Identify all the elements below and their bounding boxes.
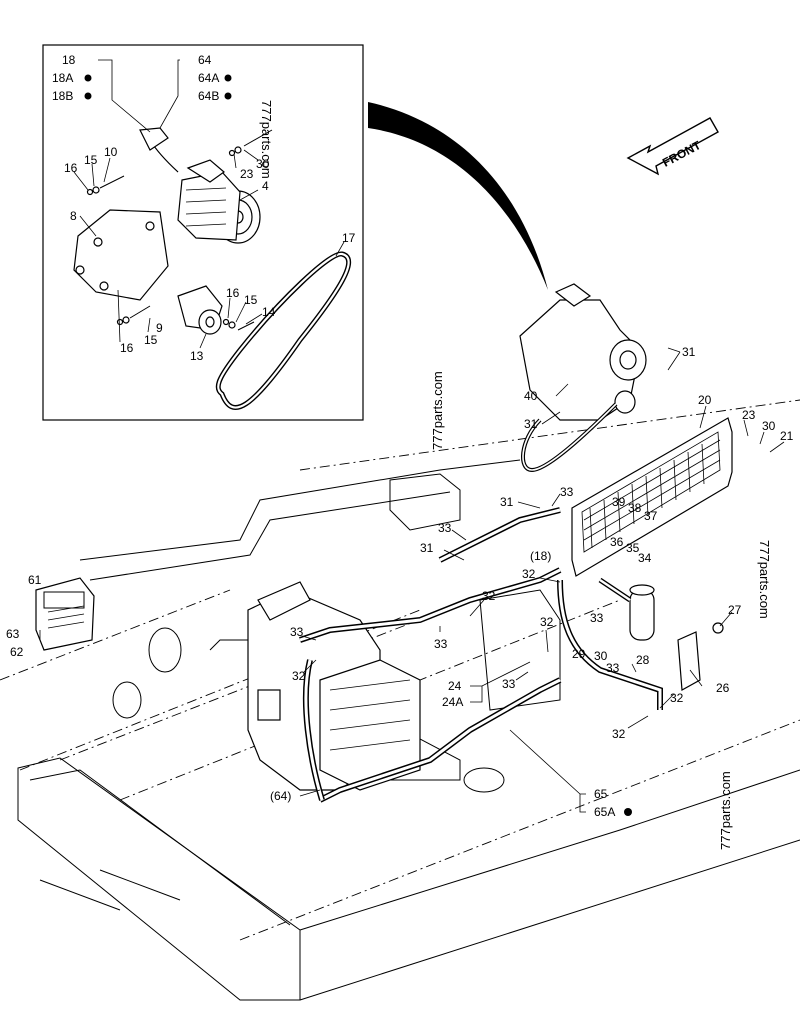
label-17: 17 [342, 231, 356, 245]
watermark: 777parts.com [259, 100, 274, 179]
label-38: 38 [628, 501, 642, 515]
label-30: 30 [762, 419, 776, 433]
label-33: 33 [590, 611, 604, 625]
label-14: 14 [262, 305, 276, 319]
label-39: 39 [612, 495, 626, 509]
label-33: 33 [438, 521, 452, 535]
watermark: 777parts.com [718, 771, 733, 850]
label-28: 28 [636, 653, 650, 667]
label-34: 34 [638, 551, 652, 565]
label-32: 32 [540, 615, 554, 629]
label-16: 16 [226, 286, 240, 300]
label-33: 33 [560, 485, 574, 499]
label-65: 65 [594, 787, 608, 801]
label-33: 33 [502, 677, 516, 691]
label-61: 61 [28, 573, 42, 587]
part-labels: 18 18A 18B 64 64A 64B 10 15 16 8 23 30 4… [6, 53, 794, 819]
watermarks: 777parts.com 777parts.com 777parts.com 7… [259, 100, 772, 850]
label-15: 15 [84, 153, 98, 167]
label-4: 4 [262, 179, 269, 193]
main-leader-lines [39, 347, 785, 813]
label-32: 32 [612, 727, 626, 741]
label-15: 15 [244, 293, 258, 307]
label-18-ref: (18) [530, 549, 551, 563]
ac-control-panel [35, 577, 95, 651]
label-8: 8 [70, 209, 77, 223]
label-23: 23 [240, 167, 254, 181]
label-21: 21 [780, 429, 794, 443]
label-35: 35 [626, 541, 640, 555]
receiver-drier [629, 584, 655, 641]
label-18B: 18B [52, 89, 73, 103]
label-18A: 18A [52, 71, 73, 85]
label-32: 32 [522, 567, 536, 581]
front-direction-arrow: FRONT [626, 117, 719, 176]
label-33: 33 [290, 625, 304, 639]
label-62: 62 [10, 645, 24, 659]
label-26: 26 [716, 681, 730, 695]
label-31: 31 [682, 345, 696, 359]
engine-compressor [519, 283, 647, 473]
label-29: 29 [572, 647, 586, 661]
label-32: 32 [292, 669, 306, 683]
label-40: 40 [524, 389, 538, 403]
hvac-unit [247, 581, 421, 791]
watermark: 777parts.com [430, 371, 445, 450]
label-24: 24 [448, 679, 462, 693]
compressor-detail [73, 127, 352, 411]
label-31: 31 [420, 541, 434, 555]
detail-callout-arrow [368, 102, 548, 290]
label-27: 27 [728, 603, 742, 617]
label-31: 31 [524, 417, 538, 431]
label-32: 32 [670, 691, 684, 705]
label-16: 16 [120, 341, 134, 355]
label-30: 30 [256, 157, 270, 171]
label-31: 31 [500, 495, 514, 509]
label-10: 10 [104, 145, 118, 159]
label-65A: 65A [594, 805, 615, 819]
label-64A: 64A [198, 71, 219, 85]
label-64-ref: (64) [270, 789, 291, 803]
watermark: 777parts.com [757, 540, 772, 619]
label-64: 64 [198, 53, 212, 67]
label-23: 23 [742, 408, 756, 422]
label-63: 63 [6, 627, 20, 641]
drier-bracket [677, 622, 724, 691]
label-20: 20 [698, 393, 712, 407]
label-30: 30 [594, 649, 608, 663]
label-15: 15 [144, 333, 158, 347]
label-36: 36 [610, 535, 624, 549]
label-16: 16 [64, 161, 78, 175]
label-9: 9 [156, 321, 163, 335]
label-13: 13 [190, 349, 204, 363]
label-33: 33 [606, 661, 620, 675]
label-18: 18 [62, 53, 76, 67]
condenser [571, 417, 733, 577]
inset-leader-lines [73, 59, 345, 349]
label-24A: 24A [442, 695, 463, 709]
label-37: 37 [644, 509, 658, 523]
label-64B: 64B [198, 89, 219, 103]
label-33: 33 [434, 637, 448, 651]
label-32: 32 [482, 589, 496, 603]
washer-icons [84, 74, 632, 816]
